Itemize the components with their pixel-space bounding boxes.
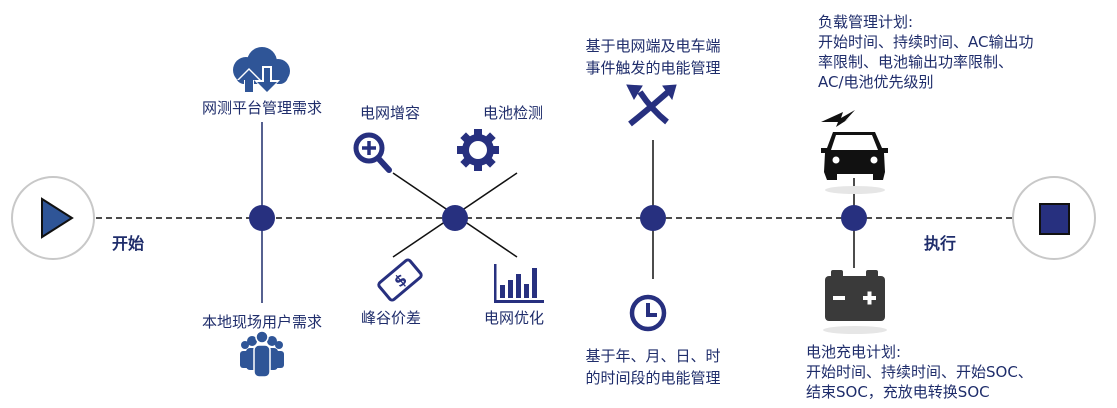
stop-button[interactable] (1012, 176, 1096, 260)
bar-chart-icon (494, 264, 544, 303)
node3-bottom-line-2: 的时间段的电能管理 (585, 369, 721, 387)
node4-bottom-line-1: 电池充电计划: (806, 343, 902, 361)
node3-bottom-line-1: 基于年、月、日、时 (585, 347, 721, 365)
zoom-in-icon (353, 132, 392, 173)
shuffle-arrows-icon (626, 84, 677, 127)
start-button[interactable] (11, 176, 95, 260)
node3-top-line-1: 基于电网端及电车端 (585, 37, 721, 55)
money-icon: $ (377, 258, 423, 302)
people-icon (240, 330, 284, 378)
stop-icon (1039, 203, 1070, 235)
battery-icon (823, 270, 887, 334)
cloud-sync-icon (233, 47, 290, 94)
play-icon (41, 197, 74, 239)
node4-top-line-3: 率限制、电池输出功率限制、 (818, 53, 1014, 71)
node4-top-line-1: 负载管理计划: (818, 13, 914, 31)
timeline-node-4 (841, 205, 867, 231)
node2-top-left-label: 电网增容 (360, 104, 421, 122)
clock-icon (629, 294, 667, 332)
node3-top-line-2: 事件触发的电能管理 (585, 59, 721, 77)
ev-car-icon (821, 110, 888, 194)
node2-top-right-label: 电池检测 (483, 104, 544, 122)
node2-bottom-left-label: 峰谷价差 (361, 309, 422, 327)
node4-top-line-2: 开始时间、持续时间、AC输出功 (818, 33, 1034, 51)
node1-bottom-label: 本地现场用户需求 (201, 313, 323, 331)
timeline-node-1 (249, 205, 275, 231)
start-label: 开始 (112, 234, 145, 253)
timeline-node-2 (442, 205, 468, 231)
node2-bottom-right-label: 电网优化 (484, 309, 545, 327)
end-label: 执行 (924, 234, 957, 253)
timeline-node-3 (640, 205, 666, 231)
node4-bottom-line-2: 开始时间、持续时间、开始SOC、 (806, 363, 1033, 381)
gear-icon (457, 129, 499, 171)
node1-top-label: 网测平台管理需求 (201, 99, 323, 117)
node4-top-line-4: AC/电池优先级别 (818, 73, 934, 91)
node4-bottom-line-3: 结束SOC，充放电转换SOC (806, 383, 990, 401)
